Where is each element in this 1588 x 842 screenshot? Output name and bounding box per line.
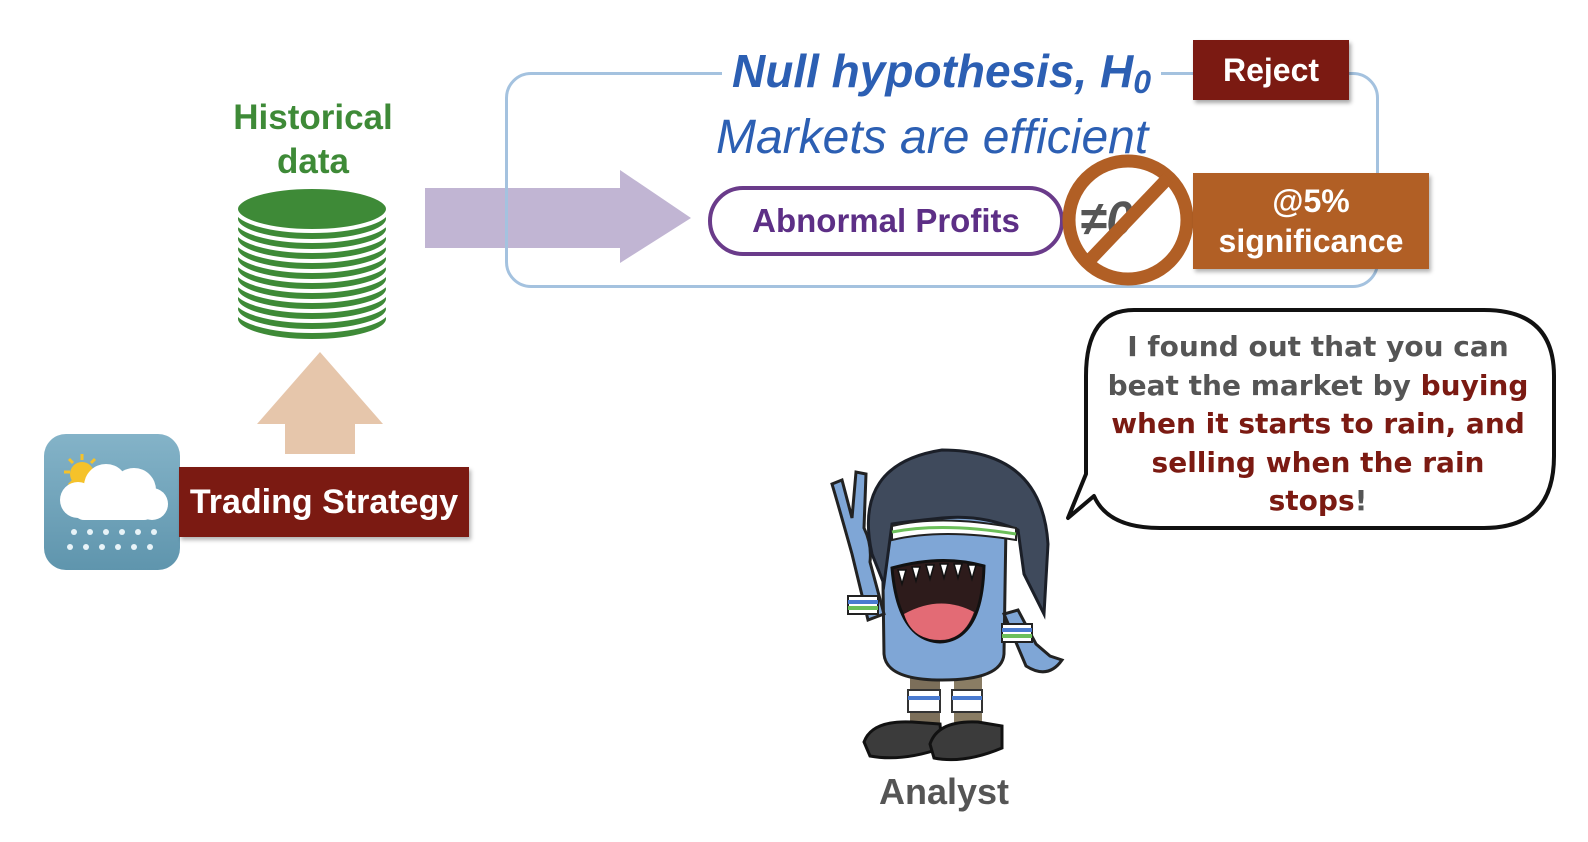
abnormal-profits-label: Abnormal Profits	[752, 202, 1020, 239]
significance-box: @5% significance	[1193, 173, 1429, 269]
significance-line2: significance	[1218, 223, 1404, 259]
abnormal-profits-box: Abnormal Profits	[708, 186, 1064, 256]
speech-part1: I found out that you can beat the market…	[1107, 330, 1509, 402]
null-hypothesis-title-text: Null hypothesis, H	[732, 45, 1134, 97]
weather-app-icon	[44, 434, 180, 570]
historical-data-line1: Historical	[233, 98, 393, 137]
prohibition-sign-icon	[1062, 154, 1194, 286]
up-arrow	[257, 352, 383, 454]
null-hypothesis-title: Null hypothesis, H0	[722, 43, 1162, 110]
speech-highlight: buying when it starts to rain, and selli…	[1111, 368, 1529, 518]
right-arrow	[425, 170, 691, 263]
reject-label: Reject	[1193, 40, 1349, 100]
null-hypothesis-statement: Markets are efficient	[716, 111, 1149, 164]
trading-strategy-label: Trading Strategy	[179, 467, 469, 537]
database-icon	[234, 185, 390, 343]
rain-cloud-icon	[60, 454, 168, 550]
analyst-monster-illustration	[830, 448, 1065, 762]
speech-text: I found out that you can beat the market…	[1100, 328, 1536, 521]
speech-bubble	[1066, 308, 1556, 530]
historical-data-line2: data	[277, 142, 349, 181]
speech-part3: !	[1354, 484, 1368, 517]
historical-data-label: Historical data	[213, 96, 413, 184]
null-hypothesis-subscript: 0	[1133, 64, 1152, 100]
analyst-label: Analyst	[878, 771, 1010, 812]
significance-line1: @5%	[1272, 183, 1350, 219]
